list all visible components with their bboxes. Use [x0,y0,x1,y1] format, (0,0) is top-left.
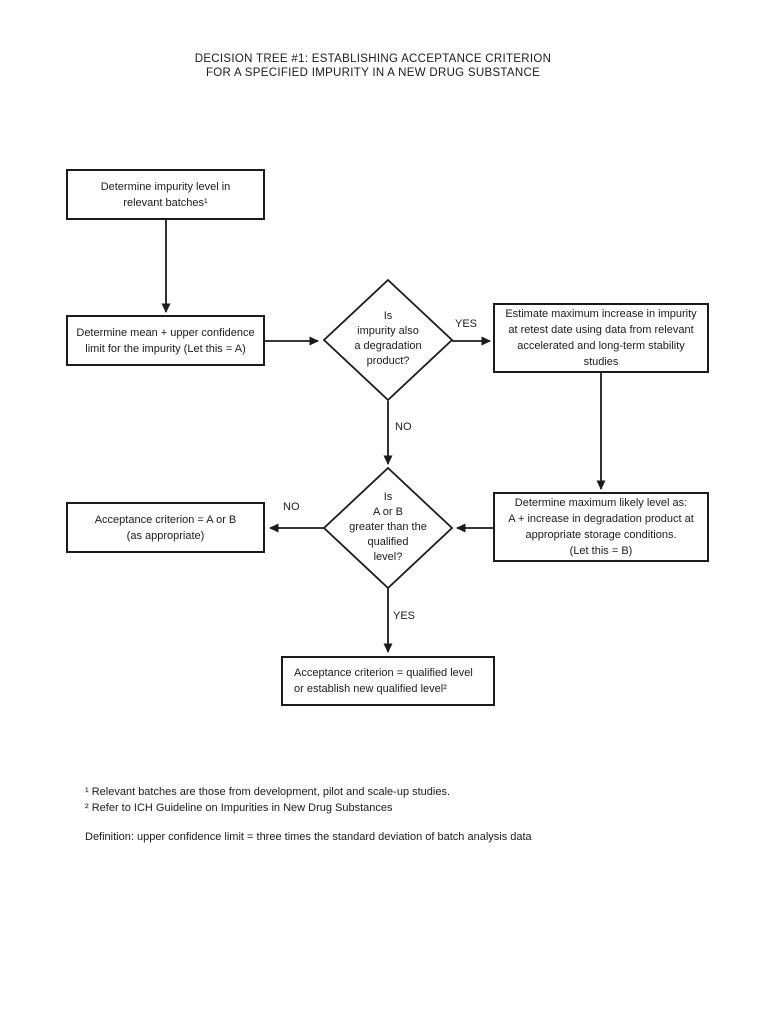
edge-label-no-degradation: NO [395,421,412,433]
node-acceptance-qualified-level: Acceptance criterion = qualified level o… [281,656,495,706]
decision-diamond-degradation [322,278,454,402]
footnote-1: ¹ Relevant batches are those from develo… [85,786,451,798]
node-estimate-max-increase: Estimate maximum increase in impurity at… [493,303,709,373]
node-determine-mean: Determine mean + upper confidence limit … [66,315,265,366]
edge-label-yes-degradation: YES [455,318,478,330]
node-determine-max-likely-level: Determine maximum likely level as: A + i… [493,492,709,562]
node-acceptance-a-or-b: Acceptance criterion = A or B (as approp… [66,502,265,553]
decision-diamond-qualified [322,466,454,590]
footnote-2: ² Refer to ICH Guideline on Impurities i… [85,802,393,814]
footnotes: ¹ Relevant batches are those from develo… [85,784,532,845]
footnote-definition: Definition: upper confidence limit = thr… [85,831,532,843]
edge-label-no-greater: NO [283,501,300,513]
edge-label-yes-greater: YES [393,610,416,622]
page-title: DECISION TREE #1: ESTABLISHING ACCEPTANC… [194,53,552,79]
node-determine-impurity-level: Determine impurity level in relevant bat… [66,169,265,220]
